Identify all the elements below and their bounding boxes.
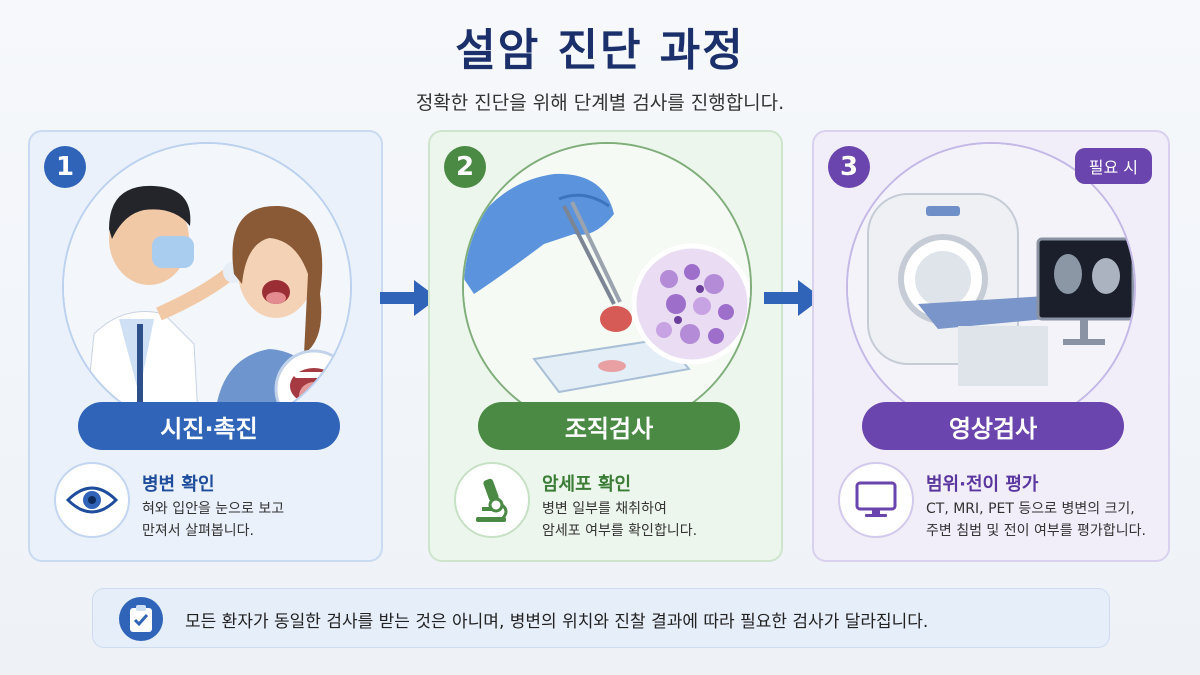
note-box: 모든 환자가 동일한 검사를 받는 것은 아니며, 병변의 위치와 진찰 결과에… — [92, 588, 1110, 648]
examination-illustration — [62, 142, 352, 432]
step-info-title: 암세포 확인 — [542, 474, 632, 495]
eye-icon — [54, 462, 130, 538]
microscope-icon — [454, 462, 530, 538]
step-number-badge: 2 — [444, 146, 486, 188]
note-text: 모든 환자가 동일한 검사를 받는 것은 아니며, 병변의 위치와 진찰 결과에… — [185, 612, 929, 632]
step-label: 영상검사 — [862, 402, 1124, 450]
imaging-illustration — [846, 142, 1136, 432]
monitor-icon — [838, 462, 914, 538]
step-info-description: CT, MRI, PET 등으로 병변의 크기, 주변 침범 및 전이 여부를 … — [926, 501, 1146, 539]
step-number-badge: 1 — [44, 146, 86, 188]
biopsy-illustration — [462, 142, 752, 432]
step-card-3: 3 필요 시 영상검사 범위·전이 평가 CT, MRI, — [812, 130, 1170, 562]
page-subtitle: 정확한 진단을 위해 단계별 검사를 진행합니다. — [415, 92, 785, 114]
step-info-description: 병변 일부를 채취하여 암세포 여부를 확인합니다. — [542, 501, 698, 539]
step-card-1: 1 시진·촉진 — [28, 130, 383, 562]
step-info-title: 범위·전이 평가 — [926, 474, 1039, 495]
step-card-2: 2 조직검사 — [428, 130, 783, 562]
clipboard-check-icon — [119, 597, 163, 641]
arrow-right-icon — [764, 280, 822, 316]
arrow-right-icon — [380, 280, 438, 316]
page-title: 설암 진단 과정 — [455, 25, 745, 76]
step-info-description: 혀와 입안을 눈으로 보고 만져서 살펴봅니다. — [142, 501, 285, 539]
step-label: 조직검사 — [478, 402, 740, 450]
step-info-title: 병변 확인 — [142, 474, 215, 495]
optional-badge: 필요 시 — [1074, 148, 1152, 184]
step-number-badge: 3 — [828, 146, 870, 188]
step-label: 시진·촉진 — [78, 402, 340, 450]
